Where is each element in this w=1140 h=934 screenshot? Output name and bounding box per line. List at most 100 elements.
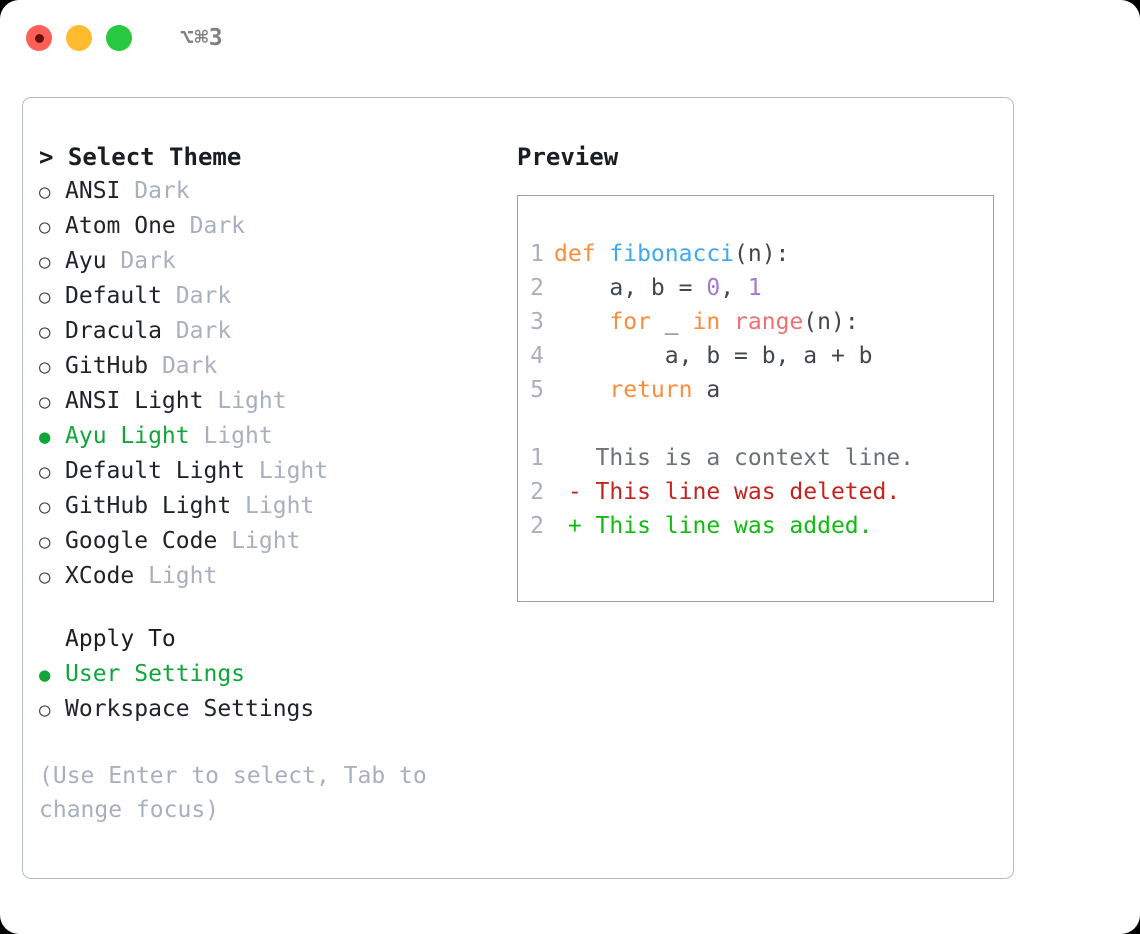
list-item[interactable]: ○ Default Light Light [39, 454, 509, 489]
diff-content: - This line was deleted. [554, 479, 901, 505]
radio-icon[interactable]: ○ [39, 181, 51, 203]
code-preview-box: 1 def fibonacci(n): 2 a, b = 0, 1 3 for … [517, 195, 994, 602]
code-blank-line [518, 407, 993, 441]
radio-icon[interactable]: ○ [39, 356, 51, 378]
theme-name: Atom One [65, 213, 176, 239]
radio-icon[interactable]: ○ [39, 531, 51, 553]
apply-to-heading-text: Apply To [65, 626, 176, 652]
radio-icon[interactable]: ○ [39, 251, 51, 273]
theme-kind: Dark [161, 353, 218, 379]
list-item[interactable]: ○ Google Code Light [39, 524, 509, 559]
theme-picker-panel: > Select Theme ○ ANSI Dark ○ Atom One Da… [22, 97, 1014, 879]
theme-kind: Light [148, 563, 218, 589]
list-item-selected[interactable]: ● User Settings [39, 657, 509, 692]
code-content: a, b = b, a + b [554, 343, 873, 369]
list-item[interactable]: ○ Atom One Dark [39, 209, 509, 244]
code-content: a, b = 0, 1 [554, 275, 762, 301]
heading-prefix-caret: > [39, 143, 54, 171]
theme-kind: Light [231, 528, 301, 554]
section-spacer [39, 594, 509, 622]
line-number: 1 [530, 445, 544, 471]
line-number: 5 [530, 377, 544, 403]
line-number: 4 [530, 343, 544, 369]
code-line: 1 def fibonacci(n): [518, 237, 993, 271]
theme-name: Ayu [65, 248, 107, 274]
line-number: 3 [530, 309, 544, 335]
theme-kind: Dark [175, 318, 232, 344]
heading-text: Select Theme [67, 143, 242, 171]
theme-kind: Light [217, 388, 287, 414]
list-item[interactable]: ○ Workspace Settings [39, 692, 509, 727]
apply-to-option-label: Workspace Settings [65, 696, 315, 722]
apply-to-list: ● User Settings ○ Workspace Settings [39, 657, 509, 727]
radio-icon[interactable]: ○ [39, 391, 51, 413]
selection-column: > Select Theme ○ ANSI Dark ○ Atom One Da… [39, 140, 509, 827]
theme-name: Dracula [65, 318, 162, 344]
theme-name: ANSI Light [65, 388, 204, 414]
window-controls [26, 25, 132, 51]
code-line: 2 a, b = 0, 1 [518, 271, 993, 305]
preview-heading: Preview [517, 143, 619, 171]
diff-line-added: 2 + This line was added. [518, 509, 993, 543]
theme-kind: Light [203, 423, 273, 449]
code-content: def fibonacci(n): [554, 241, 790, 267]
list-item-selected[interactable]: ● Ayu Light Light [39, 419, 509, 454]
theme-kind: Light [258, 458, 329, 484]
theme-name: Default [65, 283, 162, 309]
code-line: 5 return a [518, 373, 993, 407]
list-item[interactable]: ○ ANSI Dark [39, 174, 509, 209]
keyboard-hint-text: (Use Enter to select, Tab to change focu… [39, 763, 427, 823]
radio-icon-selected[interactable]: ● [39, 426, 51, 448]
diff-content: + This line was added. [554, 513, 873, 539]
heading-indent-spacer: ○ [39, 623, 65, 657]
radio-icon-selected[interactable]: ● [39, 664, 51, 686]
diff-line-context: 1 This is a context line. [518, 441, 993, 475]
list-item[interactable]: ○ Dracula Dark [39, 314, 509, 349]
theme-name: Google Code [65, 528, 218, 554]
radio-icon[interactable]: ○ [39, 321, 51, 343]
theme-kind: Dark [134, 178, 190, 204]
radio-icon[interactable]: ○ [39, 461, 51, 483]
theme-name: Ayu Light [65, 423, 190, 449]
preview-column: Preview 1 def fibonacci(n): 2 a, b = 0, … [509, 140, 1013, 827]
line-number: 2 [530, 513, 544, 539]
radio-icon[interactable]: ○ [39, 216, 51, 238]
title-bar: ⌥⌘3 [0, 0, 1140, 76]
diff-line-deleted: 2 - This line was deleted. [518, 475, 993, 509]
list-item[interactable]: ○ ANSI Light Light [39, 384, 509, 419]
theme-name: GitHub [65, 353, 149, 379]
code-line: 3 for _ in range(n): [518, 305, 993, 339]
code-content: for _ in range(n): [609, 309, 859, 335]
theme-name: Default Light [65, 458, 246, 484]
code-content: return a [609, 377, 721, 403]
code-line: 4 a, b = b, a + b [518, 339, 993, 373]
keyboard-shortcut-label: ⌥⌘3 [180, 25, 224, 51]
theme-name: ANSI [65, 178, 121, 204]
theme-kind: Dark [120, 248, 176, 274]
line-number: 2 [530, 479, 544, 505]
theme-kind: Light [245, 493, 315, 519]
theme-kind: Dark [189, 213, 246, 239]
select-theme-heading: > Select Theme [39, 140, 509, 174]
list-item[interactable]: ○ XCode Light [39, 559, 509, 594]
maximize-button[interactable] [106, 25, 132, 51]
diff-content: This is a context line. [554, 445, 915, 471]
minimize-button[interactable] [66, 25, 92, 51]
list-item[interactable]: ○ Default Dark [39, 279, 509, 314]
radio-icon[interactable]: ○ [39, 286, 51, 308]
line-number: 1 [530, 241, 544, 267]
line-number: 2 [530, 275, 544, 301]
list-item[interactable]: ○ Ayu Dark [39, 244, 509, 279]
list-item[interactable]: ○ GitHub Light Light [39, 489, 509, 524]
apply-to-heading: ○ Apply To [39, 622, 509, 657]
close-button[interactable] [26, 25, 52, 51]
list-item[interactable]: ○ GitHub Dark [39, 349, 509, 384]
theme-name: GitHub Light [65, 493, 232, 519]
radio-icon[interactable]: ○ [39, 566, 51, 588]
theme-kind: Dark [175, 283, 232, 309]
apply-to-option-label: User Settings [65, 661, 246, 687]
theme-list: ○ ANSI Dark ○ Atom One Dark ○ Ayu [39, 174, 509, 594]
radio-icon[interactable]: ○ [39, 699, 51, 721]
radio-icon[interactable]: ○ [39, 496, 51, 518]
